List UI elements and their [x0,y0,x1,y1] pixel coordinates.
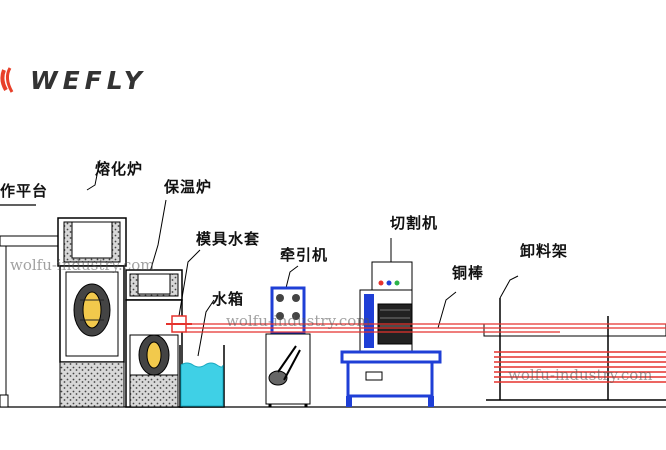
label-unloading-rack: 卸料架 [520,242,569,260]
melting-furnace [57,159,127,408]
watermark: wolfu-industry.com [508,366,653,384]
label-drawing-machine: 牵引机 [280,246,329,264]
label-platform: 作平台 [0,182,49,200]
label-holding-furnace: 保温炉 [164,178,213,196]
working-platform [0,204,59,408]
brand-logo-text: WEFLY [30,66,147,95]
label-melting-furnace: 熔化炉 [95,160,144,178]
label-cutting-machine: 切割机 [390,214,439,232]
holding-furnace [125,199,183,408]
wefly-swoosh-logo-icon [0,67,14,93]
water-tank [179,299,225,408]
copper-rod-line [186,323,666,333]
watermark: wolfu-industry.com [226,312,371,330]
watermark: wolfu-industry.com [10,256,155,274]
label-copper-rod: 铜棒 [452,264,485,282]
copper-rod-callout [437,291,457,329]
drawing-machine [265,265,311,407]
label-mold-water-jacket: 模具水套 [196,230,261,248]
label-water-tank: 水箱 [212,290,245,308]
